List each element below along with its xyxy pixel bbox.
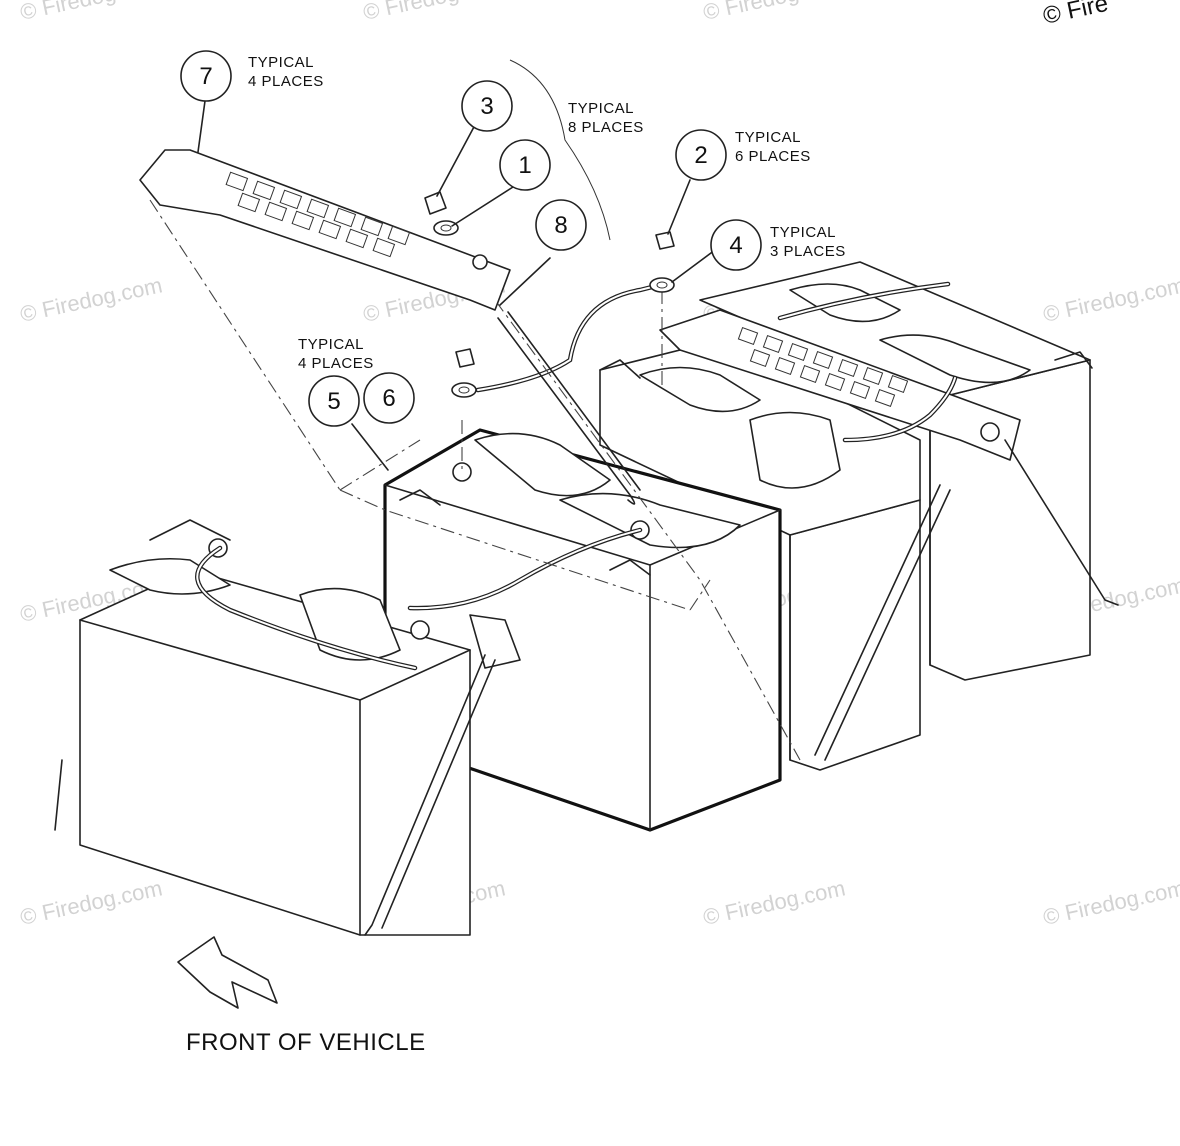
svg-text:8: 8 bbox=[554, 212, 567, 239]
note-3-1-line1: TYPICAL bbox=[568, 100, 634, 117]
nut bbox=[655, 231, 675, 250]
callout-4: 4 bbox=[710, 219, 762, 271]
note-4-line2: 3 PLACES bbox=[770, 243, 846, 260]
note-7-line1: TYPICAL bbox=[248, 54, 314, 71]
callout-5: 5 bbox=[308, 375, 360, 427]
left-arrow-icon bbox=[177, 936, 278, 1009]
callouts: 7 3 1 8 2 4 5 6 bbox=[180, 50, 762, 427]
svg-text:1: 1 bbox=[518, 152, 531, 179]
watermark: © Firedog.com bbox=[18, 0, 165, 25]
watermark: © Firedog.com bbox=[18, 272, 165, 327]
front-of-vehicle-label: FRONT OF VEHICLE bbox=[186, 1029, 426, 1056]
svg-text:7: 7 bbox=[199, 63, 212, 90]
note-5-6-line2: 4 PLACES bbox=[298, 355, 374, 372]
note-3-1-line2: 8 PLACES bbox=[568, 119, 644, 136]
watermark: © Firedog.com bbox=[18, 875, 165, 930]
note-2-line1: TYPICAL bbox=[735, 129, 801, 146]
callout-8: 8 bbox=[535, 199, 587, 251]
callout-2: 2 bbox=[675, 129, 727, 181]
note-4-line1: TYPICAL bbox=[770, 224, 836, 241]
svg-text:2: 2 bbox=[694, 142, 707, 169]
j-hook-rods bbox=[54, 311, 1119, 936]
watermark: © Firedog.com bbox=[701, 0, 848, 25]
assembly-lines bbox=[149, 199, 801, 761]
svg-text:3: 3 bbox=[480, 93, 493, 120]
note-5-6-line1: TYPICAL bbox=[298, 336, 364, 353]
hold-down-bar-installed bbox=[659, 309, 1021, 461]
watermark: © Firedog.com bbox=[1041, 875, 1180, 930]
nut bbox=[424, 191, 447, 215]
washer bbox=[649, 277, 675, 293]
hold-down-bar-exploded bbox=[139, 149, 511, 311]
callout-6: 6 bbox=[363, 372, 415, 424]
washer bbox=[451, 382, 477, 398]
hardware bbox=[424, 191, 675, 398]
washer bbox=[433, 220, 459, 236]
svg-text:6: 6 bbox=[382, 385, 395, 412]
callout-3: 3 bbox=[461, 80, 513, 132]
typical-notes: TYPICAL 4 PLACES TYPICAL 8 PLACES TYPICA… bbox=[248, 54, 846, 372]
svg-text:5: 5 bbox=[327, 388, 340, 415]
battery-cables bbox=[195, 281, 958, 671]
corner-copyright: © Fire bbox=[1041, 0, 1111, 30]
callout-1: 1 bbox=[499, 139, 551, 191]
watermark: © Firedog.com bbox=[701, 875, 848, 930]
watermark: © Firedog.com bbox=[1041, 272, 1180, 327]
watermark: © Firedog.com bbox=[361, 0, 508, 25]
nut bbox=[455, 348, 475, 368]
battery-middle-right bbox=[599, 339, 921, 771]
callout-7: 7 bbox=[180, 50, 232, 102]
note-2-line2: 6 PLACES bbox=[735, 148, 811, 165]
svg-text:4: 4 bbox=[729, 232, 742, 259]
leader-lines bbox=[197, 59, 716, 471]
note-7-line2: 4 PLACES bbox=[248, 73, 324, 90]
